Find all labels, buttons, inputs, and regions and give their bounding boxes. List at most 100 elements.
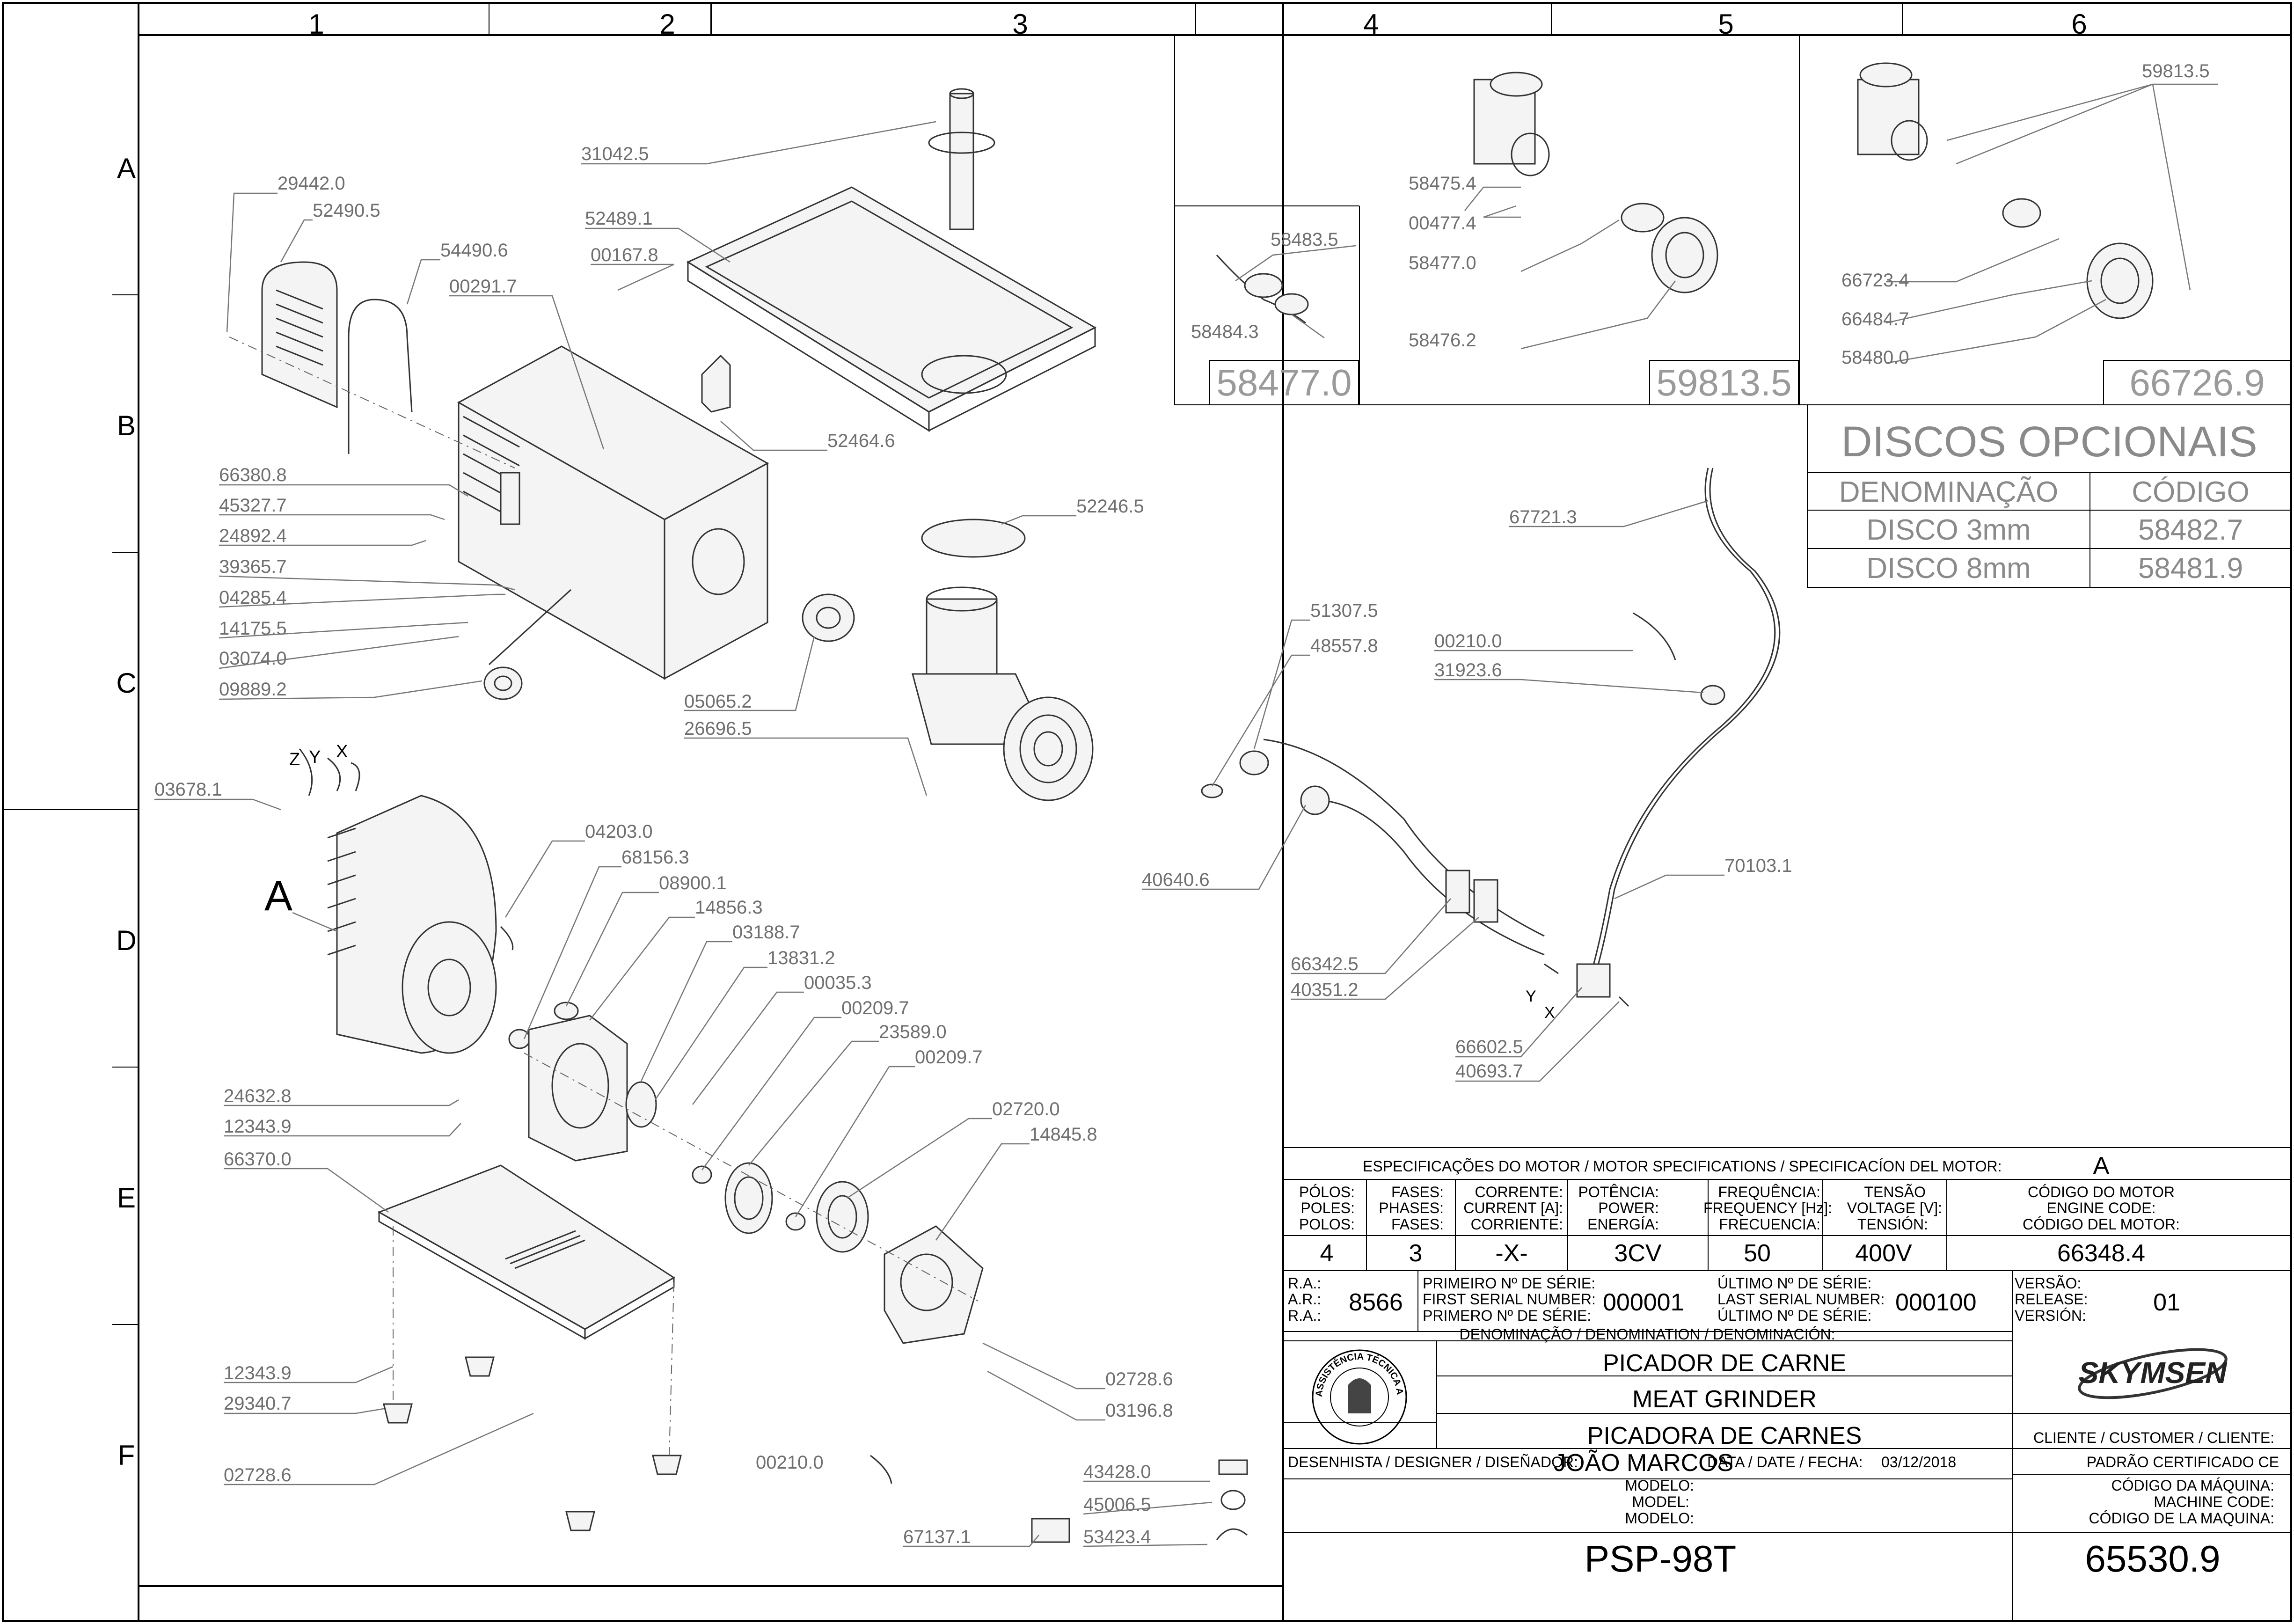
svg-text:FASES:: FASES: (1391, 1216, 1444, 1233)
part-label: 03678.1 (154, 779, 222, 800)
axis-y-wiring: Y (1526, 988, 1536, 1005)
svg-text:ENGINE CODE:: ENGINE CODE: (2047, 1200, 2156, 1216)
part-label: 67721.3 (1509, 507, 1577, 527)
svg-text:FASES:: FASES: (1391, 1184, 1444, 1200)
part-label: 43428.0 (1083, 1462, 1151, 1482)
axis-x-wiring: X (1544, 1004, 1555, 1022)
part-label: 52246.5 (1076, 496, 1144, 517)
part-label: 70103.1 (1724, 856, 1792, 876)
part-label: 54490.6 (440, 240, 508, 261)
part-label: 66370.0 (224, 1149, 292, 1170)
part-label: 13831.2 (767, 948, 835, 968)
part-label: 03188.7 (732, 922, 800, 943)
part-label: 00210.0 (1434, 631, 1502, 651)
disc-3mm-code: 58482.7 (2138, 514, 2243, 546)
svg-text:CORRIENTE:: CORRIENTE: (1471, 1216, 1563, 1233)
skymsen-logo: SKYMSEN (2078, 1348, 2228, 1399)
grid-col-4: 4 (1363, 8, 1379, 40)
part-label: 08900.1 (659, 873, 727, 893)
client-value: PADRÃO CERTIFICADO CE (2087, 1454, 2279, 1470)
part-label: 14845.8 (1030, 1124, 1097, 1145)
part-label: 29442.0 (278, 173, 345, 194)
designer-name: JOÃO MARCOS (1554, 1449, 1733, 1477)
optional-discs-table: DISCOS OPCIONAIS DENOMINAÇÃO CÓDIGO DISC… (1807, 404, 2292, 588)
grid-row-markers: A B C D E F (116, 153, 136, 1471)
grid-row-c: C (116, 667, 136, 699)
grid-row-a: A (117, 153, 136, 184)
svg-text:CÓDIGO DEL MOTOR:: CÓDIGO DEL MOTOR: (2023, 1216, 2180, 1233)
part-label: 00209.7 (915, 1047, 983, 1068)
base-plate (377, 1164, 675, 1340)
svg-text:400V: 400V (1855, 1240, 1912, 1267)
grid-col-2: 2 (659, 8, 675, 40)
svg-text:66348.4: 66348.4 (2057, 1240, 2145, 1267)
designer-label: DESENHISTA / DESIGNER / DISEÑADOR: (1288, 1454, 1578, 1470)
axis-z: Z (289, 750, 300, 769)
kit-part-labels: 58483.5 58484.3 58475.4 00477.4 58477.0 … (1191, 61, 2210, 368)
denomination-label: DENOMINAÇÃO / DENOMINATION / DENOMINACIÓ… (1460, 1326, 1835, 1343)
part-label: 66380.8 (219, 465, 287, 485)
svg-text:R.A.:: R.A.: (1288, 1275, 1321, 1292)
svg-text:VERSIÓN:: VERSIÓN: (2015, 1307, 2086, 1324)
part-label: 58483.5 (1271, 229, 1338, 250)
svg-text:FIRST SERIAL NUMBER:: FIRST SERIAL NUMBER: (1423, 1291, 1596, 1308)
svg-text:50: 50 (1744, 1240, 1771, 1267)
discs-header-name: DENOMINAÇÃO (1839, 476, 2058, 508)
date-value: 03/12/2018 (1881, 1454, 1956, 1470)
svg-text:POWER:: POWER: (1598, 1200, 1659, 1216)
part-label: 00210.0 (756, 1452, 824, 1473)
name-es: PICADORA DE CARNES (1587, 1422, 1862, 1449)
part-label: 03074.0 (219, 648, 287, 669)
svg-text:VOLTAGE [V]:: VOLTAGE [V]: (1847, 1200, 1942, 1216)
part-label: 00209.7 (841, 998, 909, 1018)
grid-row-e: E (117, 1182, 136, 1214)
part-label: 52464.6 (827, 431, 895, 451)
part-label: 23589.0 (879, 1022, 947, 1042)
motor-spec-headers: PÓLOS: POLES: POLOS: FASES: PHASES: FASE… (1299, 1184, 2180, 1233)
axis-y: Y (309, 747, 321, 767)
part-label: 58476.2 (1409, 330, 1476, 351)
ra-value: 8566 (1349, 1289, 1403, 1316)
part-label: 45327.7 (219, 495, 287, 516)
motor-spec-ref: A (2093, 1152, 2110, 1179)
part-label: 40351.2 (1291, 980, 1359, 1000)
part-label: 67137.1 (903, 1527, 971, 1547)
svg-text:RELEASE:: RELEASE: (2015, 1291, 2088, 1308)
optional-discs-title: DISCOS OPCIONAIS (1841, 418, 2257, 466)
svg-text:3: 3 (1409, 1240, 1423, 1267)
part-label: 02728.6 (1105, 1369, 1173, 1390)
part-label: 00477.4 (1409, 213, 1476, 234)
motor-assembly (299, 748, 531, 1054)
svg-text:VERSÃO:: VERSÃO: (2015, 1275, 2081, 1292)
svg-text:PHASES:: PHASES: (1379, 1200, 1444, 1216)
svg-text:TENSÃO: TENSÃO (1864, 1184, 1926, 1200)
last-serial: 000100 (1895, 1289, 1977, 1316)
part-label: 00035.3 (804, 973, 872, 993)
part-label: 45006.5 (1083, 1494, 1151, 1515)
grid-row-f: F (118, 1440, 135, 1471)
svg-text:CÓDIGO DO MOTOR: CÓDIGO DO MOTOR (2028, 1184, 2175, 1200)
svg-text:PRIMERO Nº DE SÉRIE:: PRIMERO Nº DE SÉRIE: (1423, 1307, 1591, 1324)
part-label: 31042.5 (581, 144, 649, 164)
part-label: 00291.7 (449, 276, 517, 297)
part-label: 02720.0 (992, 1099, 1060, 1119)
rubber-feet (383, 1356, 682, 1531)
part-number-labels: 31042.5 29442.0 52490.5 52489.1 54490.6 … (154, 144, 1173, 1547)
svg-text:3CV: 3CV (1614, 1240, 1661, 1267)
leader-lines (154, 121, 1724, 1547)
part-label: 12343.9 (224, 1363, 292, 1383)
part-label: 09889.2 (219, 679, 287, 700)
part-label: 68156.3 (621, 847, 689, 868)
disc-8mm-name: DISCO 8mm (1866, 552, 2031, 585)
svg-text:FREQUENCY [Hz]:: FREQUENCY [Hz]: (1703, 1200, 1832, 1216)
brand-wordmark: SKYMSEN (2079, 1356, 2228, 1390)
grid-row-b: B (117, 410, 136, 441)
part-label: 05065.2 (684, 691, 752, 712)
part-label: 39365.7 (219, 556, 287, 577)
part-label: 52489.1 (585, 208, 653, 229)
part-label: 52490.5 (313, 200, 380, 221)
grid-col-3: 3 (1012, 8, 1028, 40)
motor-spec-values: 4 3 -X- 3CV 50 400V 66348.4 (1320, 1240, 2145, 1267)
part-label: 66484.7 (1841, 309, 1909, 329)
part-label: 24632.8 (224, 1086, 292, 1106)
